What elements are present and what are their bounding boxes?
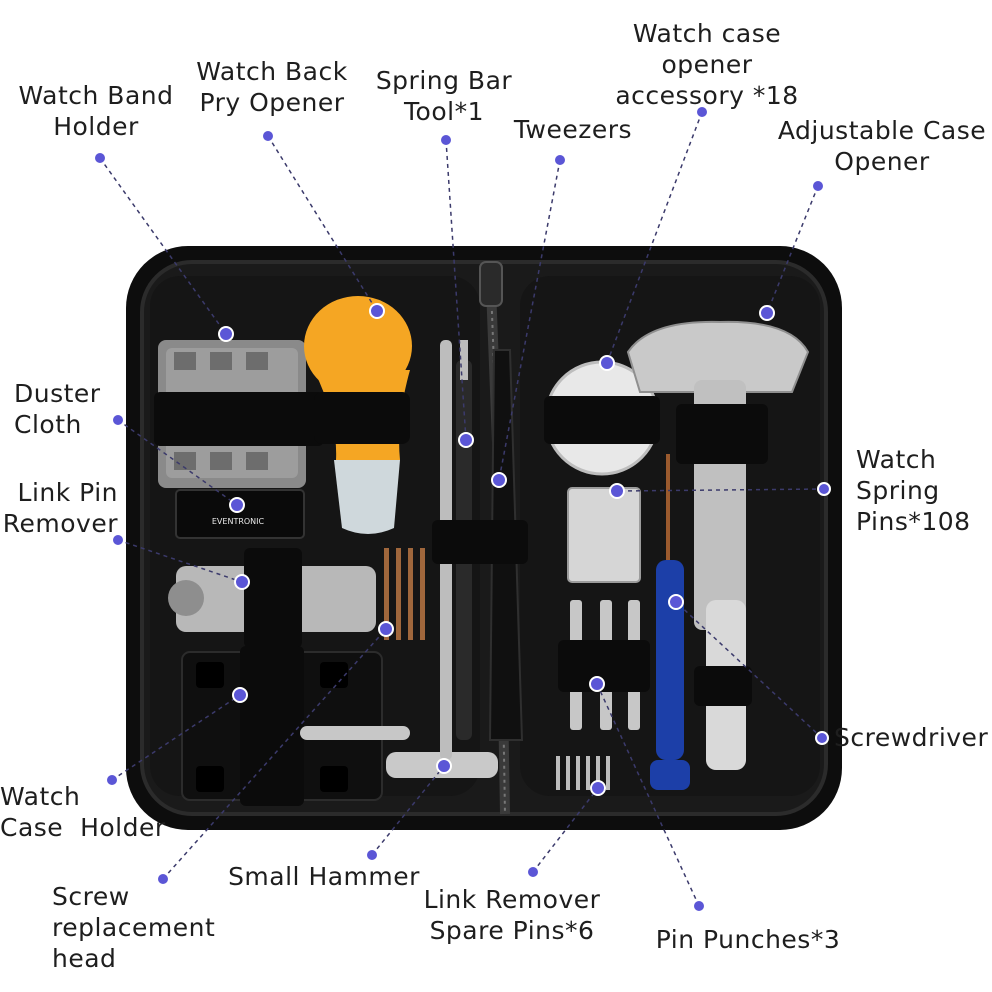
pin-punches-item: [558, 600, 650, 730]
watch-band-holder-tool: [154, 340, 324, 488]
tweezers-tool: [432, 349, 528, 741]
annotation-dots: [93, 105, 831, 913]
adjustable-case-opener-tool: [626, 320, 810, 770]
spring-pins-box: [567, 487, 641, 583]
brand-mark: EVENTRONIC: [212, 517, 265, 526]
callout-spring-bar-tool: Spring Bar Tool*1: [375, 66, 513, 126]
callout-pin-punches: Pin Punches*3: [655, 925, 841, 954]
link-pin-remover-tool: [168, 548, 376, 648]
watch-case-holder-tool: [181, 646, 410, 806]
callout-watch-spring-pins: Watch Spring Pins*108: [856, 445, 971, 536]
leader-lines: [99, 111, 825, 907]
duster-cloth-item: [175, 489, 305, 539]
callout-duster-cloth: Duster Cloth: [14, 379, 101, 439]
callout-watch-case-opener-accessory: Watch case opener accessory *18: [615, 19, 799, 110]
callout-screwdriver: Screwdriver: [834, 723, 989, 752]
callout-link-pin-remover: Link Pin Remover: [2, 478, 118, 538]
pry-opener-tool: [304, 296, 412, 534]
callout-watch-back-pry-opener: Watch Back Pry Opener: [196, 57, 348, 117]
callout-tweezers: Tweezers: [513, 115, 633, 144]
callout-adjustable-case-opener: Adjustable Case Opener: [777, 116, 987, 176]
screwdriver-tool: [650, 454, 690, 790]
callout-watch-case-holder: Watch Case Holder: [0, 782, 166, 842]
spare-pins-item: [556, 756, 610, 790]
callout-link-remover-spare-pins: Link Remover Spare Pins*6: [423, 885, 601, 945]
accessory-tub: [544, 360, 660, 476]
callout-watch-band-holder: Watch Band Holder: [18, 81, 174, 141]
callout-screw-replacement-head: Screw replacement head: [52, 882, 216, 973]
callout-small-hammer: Small Hammer: [228, 862, 420, 891]
screw-heads-item: [384, 548, 425, 640]
